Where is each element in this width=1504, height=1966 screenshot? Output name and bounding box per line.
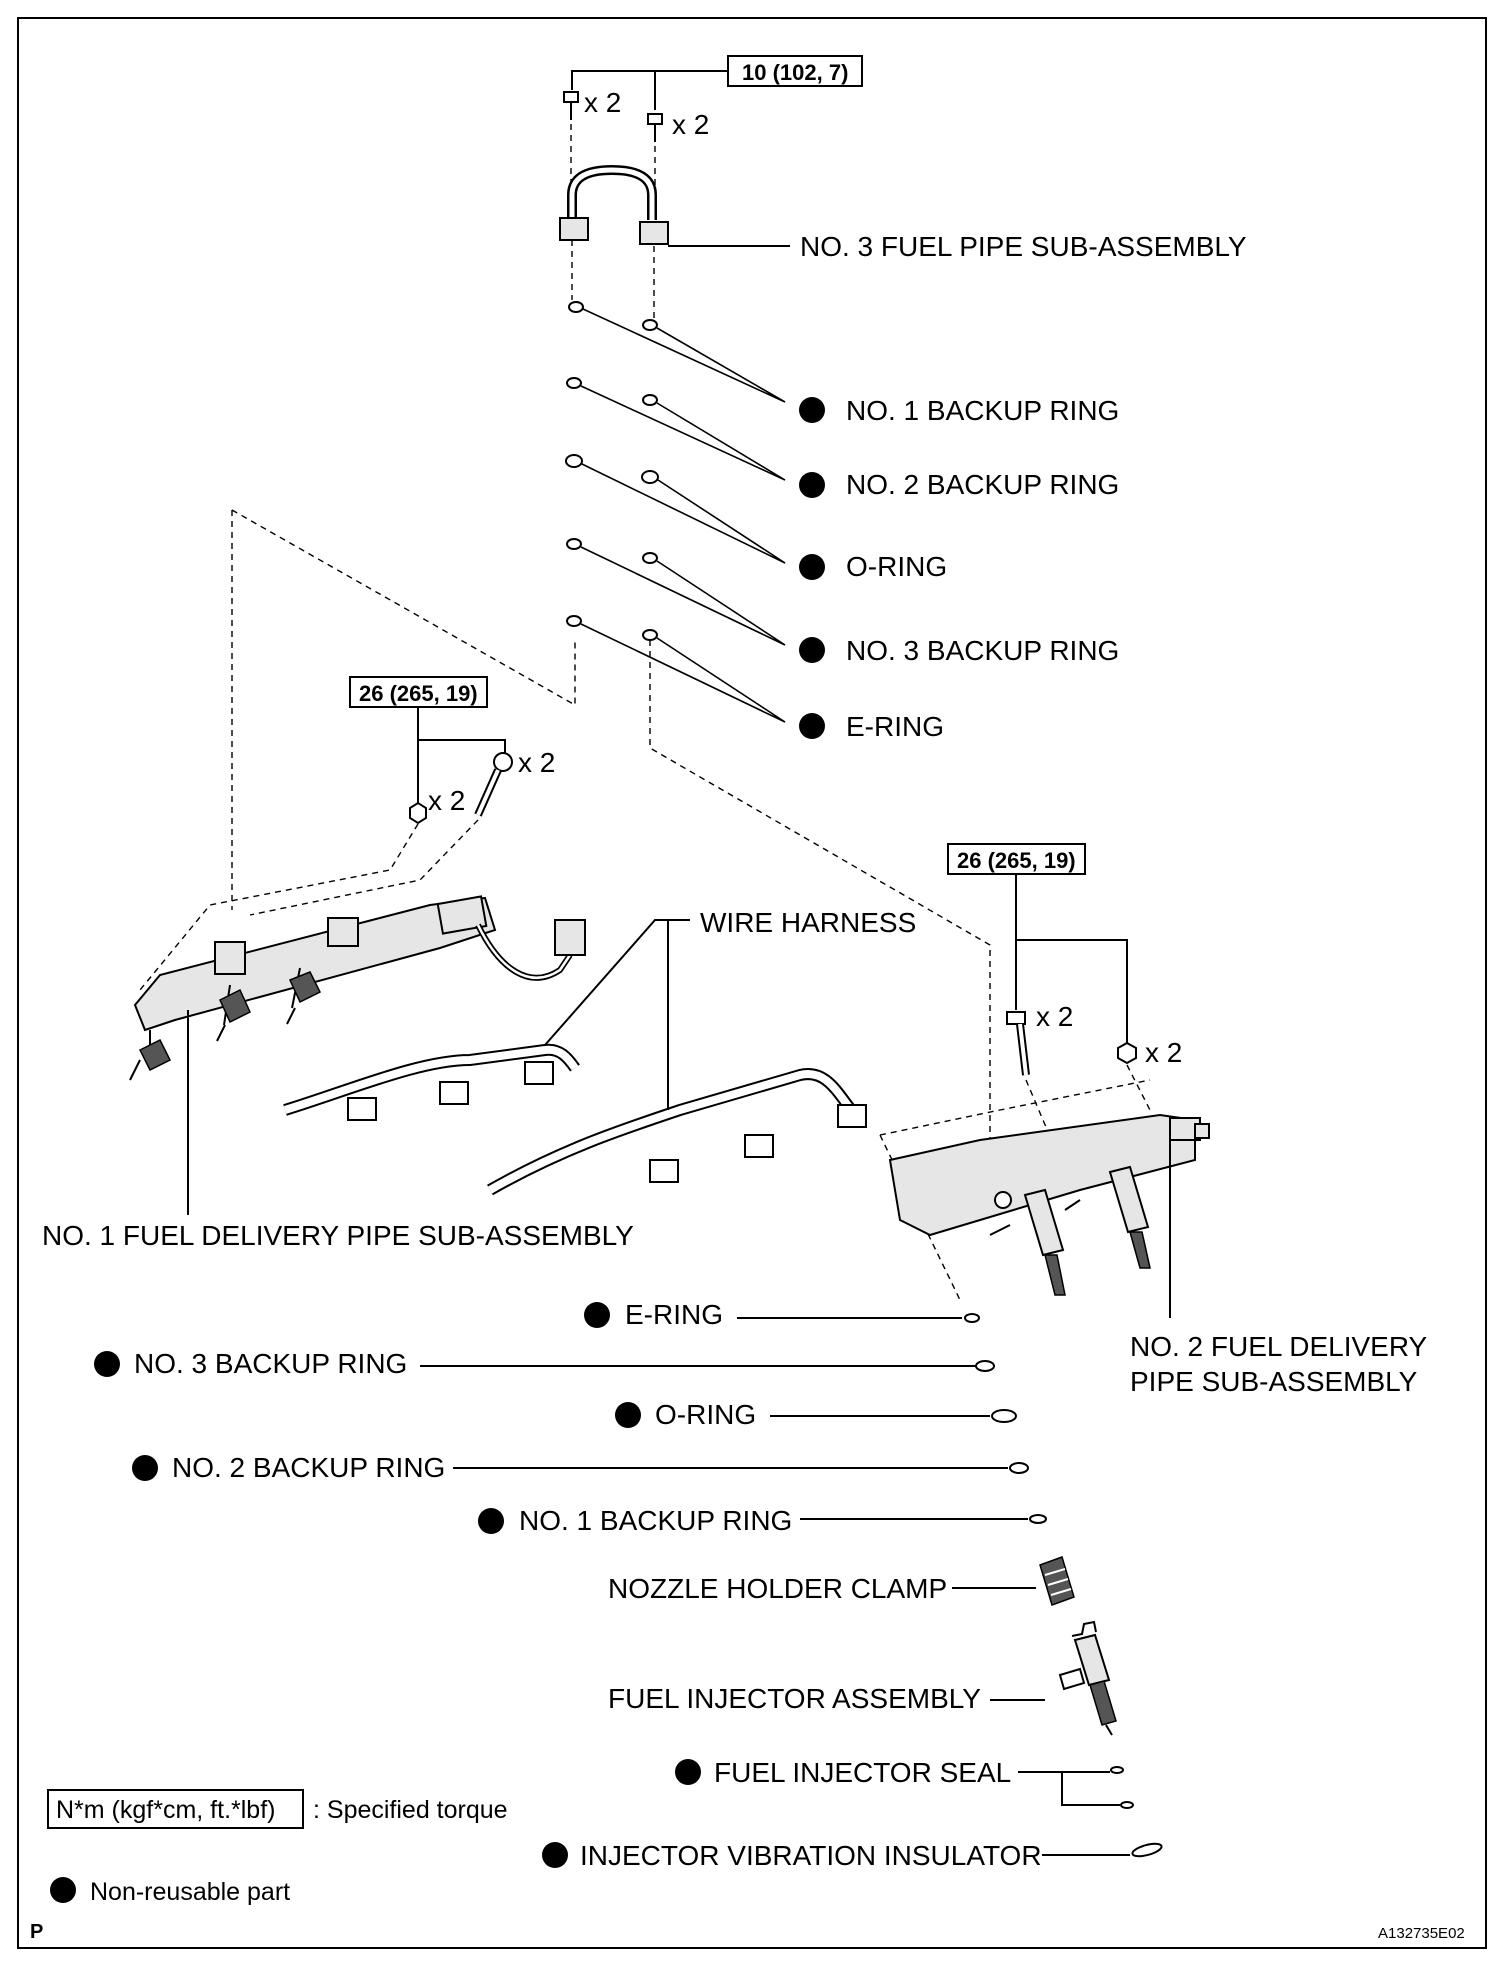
label-top-no1-backup-ring: NO. 1 BACKUP RING (846, 395, 1119, 426)
torque-box-fuel-pipe-3: 10 (102, 7) (727, 55, 863, 87)
label-top-e-ring: E-RING (846, 711, 944, 742)
nut-icon (409, 801, 427, 825)
quantity-label: x 2 (1145, 1037, 1182, 1068)
torque-box-delivery-pipe-2: 26 (265, 19) (947, 843, 1086, 875)
legend-nonreusable: Non-reusable part (90, 1878, 290, 1906)
label-no3-fuel-pipe: NO. 3 FUEL PIPE SUB-ASSEMBLY (800, 231, 1247, 262)
wire-harness-drawing (283, 1043, 867, 1196)
vibration-insulator-drawing (1131, 1842, 1163, 1858)
bolt-icon (474, 752, 513, 817)
diagram-border (17, 17, 1487, 1949)
label-bottom-no2-backup-ring: NO. 2 BACKUP RING (172, 1452, 445, 1483)
quantity-label: x 2 (1036, 1001, 1073, 1032)
bolt-icon (563, 91, 579, 120)
legend: N*m (kgf*cm, ft.*lbf) : Specified torque… (47, 1789, 508, 1906)
label-bottom-no3-backup-ring: NO. 3 BACKUP RING (134, 1348, 407, 1379)
quantity-label: x 2 (672, 109, 709, 140)
quantity-label: x 2 (428, 785, 465, 816)
label-nozzle-holder-clamp: NOZZLE HOLDER CLAMP (608, 1573, 947, 1604)
torque-box-delivery-pipe-1: 26 (265, 19) (349, 676, 488, 708)
torque-value: 26 (265, 19) (957, 848, 1076, 873)
label-top-o-ring: O-RING (846, 551, 947, 582)
footer-left: P (30, 1921, 43, 1943)
quantity-label: x 2 (518, 747, 555, 778)
fuel-injector-drawing (1058, 1620, 1117, 1736)
label-bottom-e-ring: E-RING (625, 1299, 723, 1330)
label-top-no2-backup-ring: NO. 2 BACKUP RING (846, 469, 1119, 500)
legend-torque-desc: : Specified torque (313, 1796, 508, 1824)
label-top-no3-backup-ring: NO. 3 BACKUP RING (846, 635, 1119, 666)
fuel-pipe-3-drawing (559, 164, 669, 245)
nozzle-holder-clamp-drawing (1039, 1556, 1075, 1606)
footer-code: A132735E02 (1378, 1925, 1465, 1942)
top-ring-labels: NO. 1 BACKUP RING NO. 2 BACKUP RING O-RI… (799, 395, 1119, 742)
label-injector-vibration-insulator: INJECTOR VIBRATION INSULATOR (580, 1840, 1042, 1871)
label-fuel-injector-seal: FUEL INJECTOR SEAL (714, 1757, 1011, 1788)
bottom-ring-stack (964, 1313, 1047, 1524)
label-no2-delivery-line1: NO. 2 FUEL DELIVERY (1130, 1331, 1428, 1362)
torque-value: 26 (265, 19) (359, 681, 478, 706)
label-no1-fuel-delivery-pipe: NO. 1 FUEL DELIVERY PIPE SUB-ASSEMBLY (42, 1220, 634, 1251)
bottom-ring-labels: E-RING NO. 3 BACKUP RING O-RING NO. 2 BA… (94, 1299, 792, 1536)
label-no2-delivery-line2: PIPE SUB-ASSEMBLY (1130, 1366, 1418, 1397)
label-bottom-no1-backup-ring: NO. 1 BACKUP RING (519, 1505, 792, 1536)
label-bottom-o-ring: O-RING (655, 1399, 756, 1430)
fuel-delivery-pipe-1-drawing (129, 895, 586, 1081)
top-ring-stack (565, 301, 659, 641)
torque-value: 10 (102, 7) (742, 60, 848, 85)
quantity-label: x 2 (584, 87, 621, 118)
bolt-icon (647, 113, 663, 142)
label-fuel-injector-assembly: FUEL INJECTOR ASSEMBLY (608, 1683, 981, 1714)
label-wire-harness: WIRE HARNESS (700, 907, 916, 938)
nut-icon (1117, 1041, 1137, 1065)
legend-torque-unit: N*m (kgf*cm, ft.*lbf) (56, 1796, 275, 1824)
bolt-icon (1006, 1011, 1030, 1076)
fuel-delivery-pipe-2-drawing (888, 1113, 1210, 1296)
fuel-injector-seal-drawing (1110, 1766, 1134, 1809)
